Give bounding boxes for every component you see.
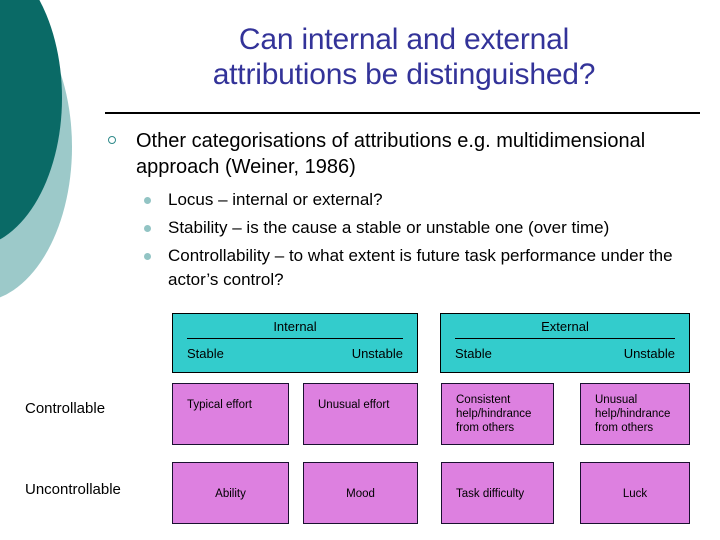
- filled-dot-bullet-icon: [144, 197, 151, 204]
- bullet-level2: Locus – internal or external?: [132, 188, 714, 212]
- matrix-cell-text: Unusual effort: [318, 399, 390, 411]
- matrix-header-external: External Stable Unstable: [440, 313, 690, 373]
- slide-title-line-2: attributions be distinguished?: [212, 58, 596, 91]
- matrix-row-label-controllable: Controllable: [25, 400, 106, 417]
- filled-dot-bullet-icon: [144, 225, 151, 232]
- bullet-level2: Controllability – to what extent is futu…: [132, 244, 714, 292]
- matrix-subheader-internal-unstable: Unstable: [351, 346, 403, 361]
- matrix-header-internal-label: Internal: [187, 319, 403, 339]
- matrix-cell-text: Task difficulty: [456, 488, 525, 500]
- matrix-row-label-uncontrollable: Uncontrollable: [25, 481, 121, 498]
- bullet-level2-text: Locus – internal or external?: [168, 190, 383, 209]
- matrix-header-internal: Internal Stable Unstable: [172, 313, 418, 373]
- matrix-cell-controllable-internal-unstable: Unusual effort: [303, 383, 418, 445]
- matrix-subheader-external-unstable: Unstable: [623, 346, 675, 361]
- matrix-cell-text: Unusual help/hindrance from others: [595, 394, 671, 434]
- matrix-cell-uncontrollable-external-stable: Task difficulty: [441, 462, 554, 524]
- matrix-subheader-external-stable: Stable: [455, 346, 492, 361]
- matrix-cell-text: Consistent help/hindrance from others: [456, 394, 532, 434]
- bullet-level2: Stability – is the cause a stable or uns…: [132, 216, 714, 240]
- matrix-cell-controllable-external-stable: Consistent help/hindrance from others: [441, 383, 554, 445]
- matrix-cell-uncontrollable-internal-stable: Ability: [172, 462, 289, 524]
- matrix-cell-uncontrollable-external-unstable: Luck: [580, 462, 690, 524]
- matrix-cell-controllable-internal-stable: Typical effort: [172, 383, 289, 445]
- bullet-level2-text: Controllability – to what extent is futu…: [168, 246, 673, 289]
- bullet-level2-text: Stability – is the cause a stable or uns…: [168, 218, 610, 237]
- matrix-cell-text: Mood: [346, 488, 375, 500]
- matrix-subheader-internal-stable: Stable: [187, 346, 224, 361]
- filled-dot-bullet-icon: [144, 253, 151, 260]
- slide-title-line-1: Can internal and external: [238, 23, 570, 56]
- slide-title: Can internal and external attributions b…: [105, 22, 703, 92]
- matrix-cell-controllable-external-unstable: Unusual help/hindrance from others: [580, 383, 690, 445]
- matrix-header-external-sublabels: Stable Unstable: [455, 346, 675, 361]
- bullet-level1-text: Other categorisations of attributions e.…: [136, 130, 646, 178]
- matrix-header-external-label: External: [455, 319, 675, 339]
- matrix-cell-text: Ability: [215, 488, 246, 500]
- matrix-cell-text: Luck: [622, 488, 648, 500]
- title-divider-rule: [105, 112, 700, 114]
- hollow-circle-bullet-icon: [108, 136, 116, 144]
- matrix-cell-uncontrollable-internal-unstable: Mood: [303, 462, 418, 524]
- matrix-header-internal-sublabels: Stable Unstable: [187, 346, 403, 361]
- matrix-cell-text: Typical effort: [187, 399, 252, 411]
- bullet-level1: Other categorisations of attributions e.…: [102, 128, 714, 180]
- bullet-list: Other categorisations of attributions e.…: [102, 128, 714, 296]
- bullet-sublist: Locus – internal or external? Stability …: [102, 188, 714, 292]
